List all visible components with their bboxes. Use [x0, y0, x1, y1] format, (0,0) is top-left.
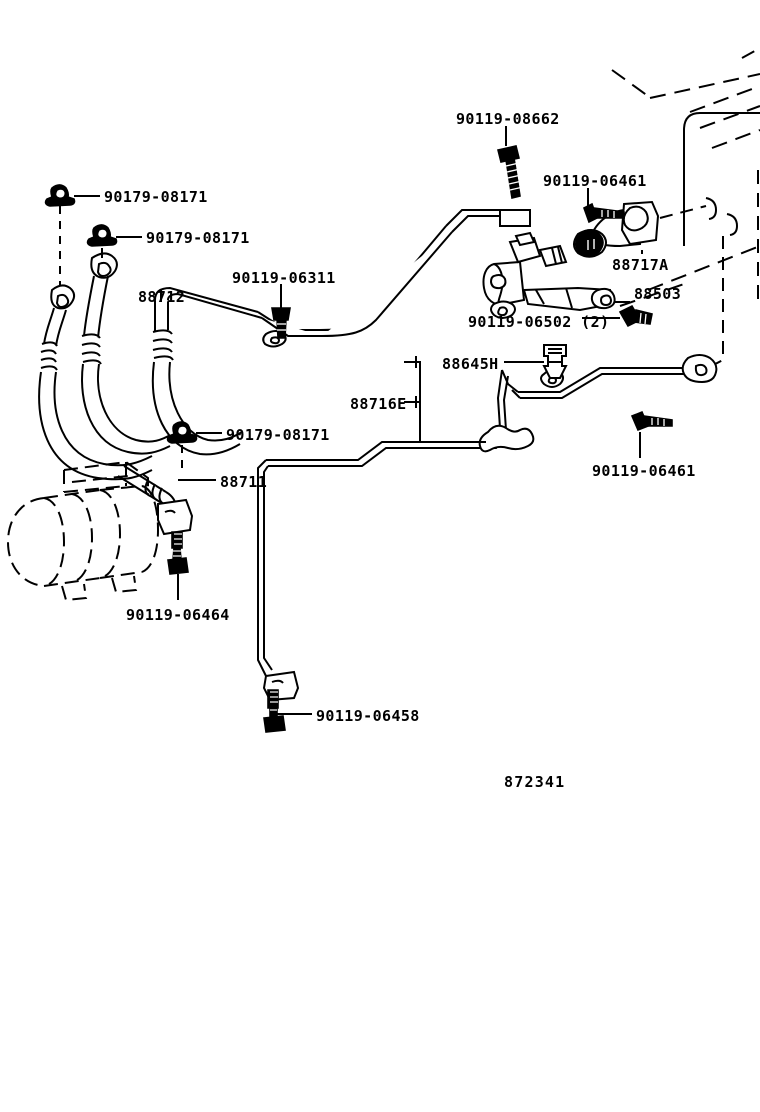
nut-08171-c: [166, 421, 198, 444]
part-label-90119-08662: 90119-08662: [456, 110, 560, 128]
bolt-06311: [271, 307, 291, 339]
bolt-06502: [618, 304, 653, 328]
compressor-body: [6, 460, 160, 602]
part-label-90119-06461-top: 90119-06461: [543, 172, 647, 190]
valve-88503: [482, 231, 616, 319]
bolt-08662: [497, 145, 524, 199]
hose-88711: [117, 465, 194, 536]
bolt-06464: [167, 531, 189, 575]
bolt-06458: [263, 689, 286, 733]
part-label-90119-06311: 90119-06311: [232, 269, 336, 287]
switch-88645h: [542, 344, 568, 379]
bolt-06461-top: [583, 202, 625, 224]
part-label-88645h: 88645H: [442, 355, 499, 373]
part-label-90119-06458: 90119-06458: [316, 707, 420, 725]
nut-08171-a: [44, 184, 76, 207]
hose-88712: [38, 209, 531, 481]
part-label-88711: 88711: [220, 473, 268, 491]
part-label-88503: 88503: [634, 285, 682, 303]
pipe-bracket-right: [681, 354, 718, 384]
part-label-90179-08171-a: 90179-08171: [104, 188, 208, 206]
bolt-06461-bottom: [630, 410, 673, 432]
bolt-06461-top-b: [574, 229, 604, 257]
part-label-88716e: 88716E: [350, 395, 407, 413]
part-label-90119-06502: 90119-06502 (2): [468, 313, 610, 331]
nut-08171-b: [86, 224, 118, 247]
part-label-90179-08171-b: 90179-08171: [146, 229, 250, 247]
part-label-88712: 88712: [138, 288, 186, 306]
part-label-90179-08171-c: 90179-08171: [226, 426, 330, 444]
part-label-90119-06464: 90119-06464: [126, 606, 230, 624]
diagram-figure-number: 872341: [504, 773, 566, 791]
pipe-union-clamp: [478, 424, 535, 453]
part-label-90119-06461-bottom: 90119-06461: [592, 462, 696, 480]
evaporator-housing-dashed: [611, 47, 760, 373]
leader-lines: [59, 126, 643, 715]
part-label-88717a: 88717A: [612, 256, 669, 274]
